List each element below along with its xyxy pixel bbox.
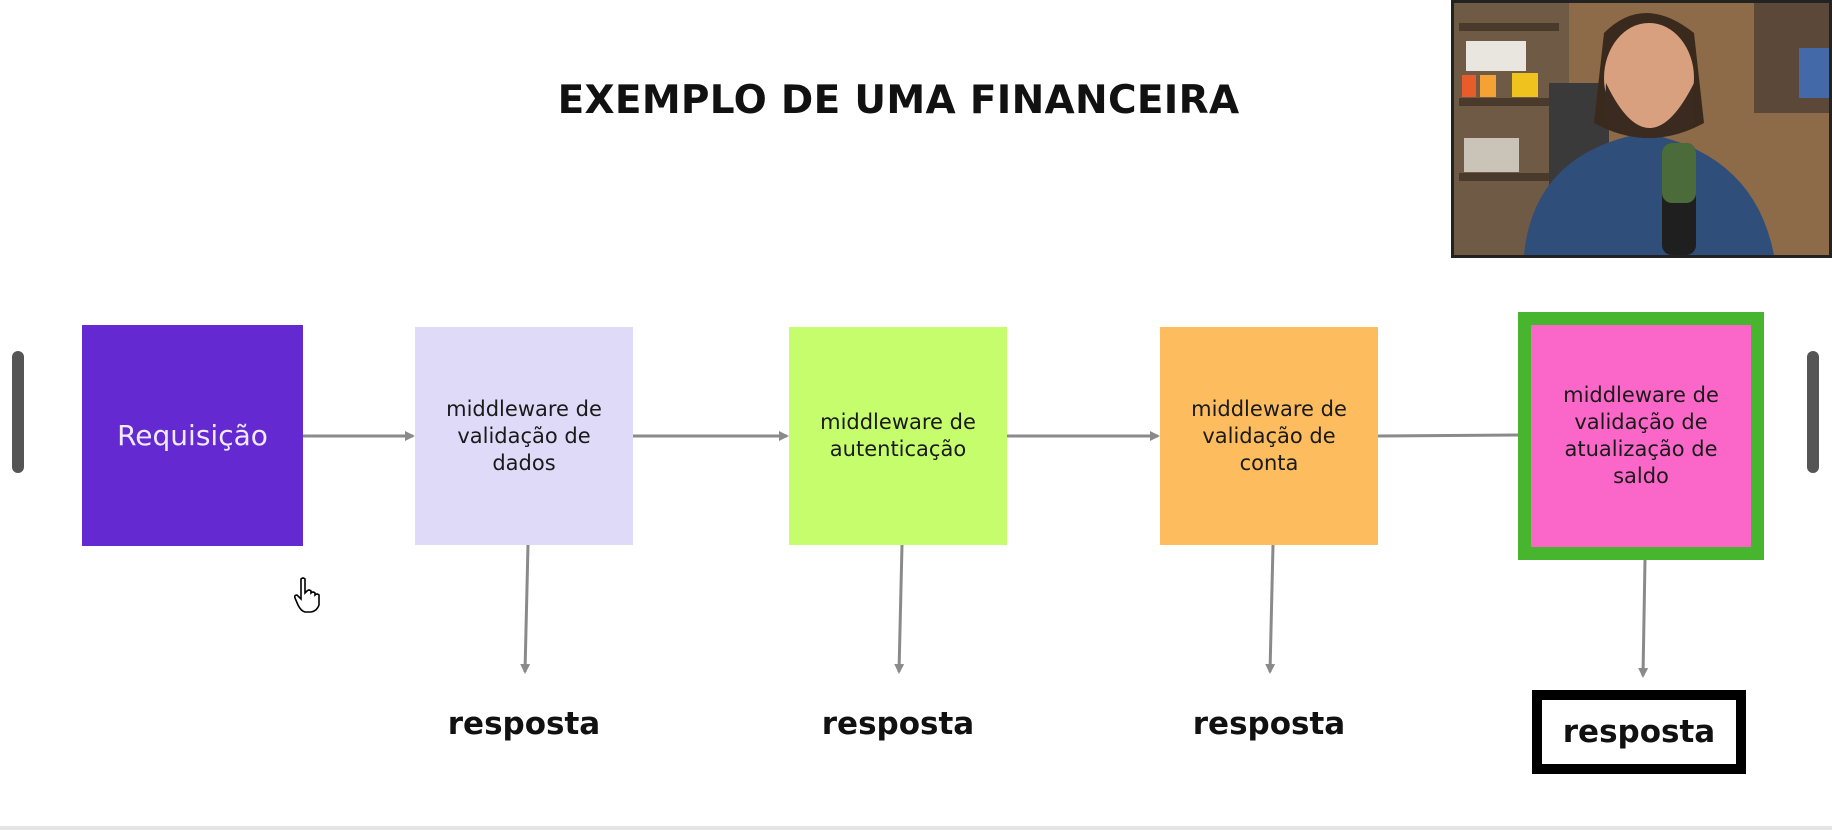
node-middleware-autenticacao-label: middleware de autenticação <box>820 410 976 461</box>
diagram-title: EXEMPLO DE UMA FINANCEIRA <box>557 78 1240 123</box>
arrow-saldo-to-response <box>1638 559 1649 678</box>
arrow-dados-to-response <box>520 544 531 674</box>
node-middleware-validacao-conta-label: middleware de validação de conta <box>1191 396 1347 475</box>
node-middleware-validacao-saldo: middleware de validação de atualização d… <box>1518 312 1764 560</box>
arrow-auth-to-response <box>894 544 905 674</box>
node-middleware-validacao-conta: middleware de validação de conta <box>1160 327 1378 545</box>
presenter-video-image <box>1454 3 1829 255</box>
arrow-conta-to-response <box>1265 544 1276 674</box>
node-requisicao: Requisição <box>82 325 303 546</box>
response-label-conta: resposta <box>1192 706 1346 742</box>
node-requisicao-label: Requisição <box>117 419 268 452</box>
line-conta-to-saldo <box>1377 433 1519 438</box>
next-slide-handle[interactable] <box>1807 351 1819 473</box>
response-label-auth: resposta <box>821 706 975 742</box>
node-middleware-validacao-dados-label: middleware de validação de dados <box>446 396 602 475</box>
bottom-divider <box>0 826 1832 830</box>
node-middleware-validacao-saldo-label: middleware de validação de atualização d… <box>1563 383 1719 488</box>
node-middleware-validacao-dados: middleware de validação de dados <box>415 327 633 545</box>
previous-slide-handle[interactable] <box>12 351 24 473</box>
hand-pointer-icon <box>293 577 320 613</box>
response-label-saldo-highlighted: resposta <box>1532 690 1746 774</box>
node-middleware-autenticacao: middleware de autenticação <box>789 327 1007 545</box>
response-label-dados: resposta <box>447 706 601 742</box>
webcam-overlay <box>1451 0 1832 258</box>
